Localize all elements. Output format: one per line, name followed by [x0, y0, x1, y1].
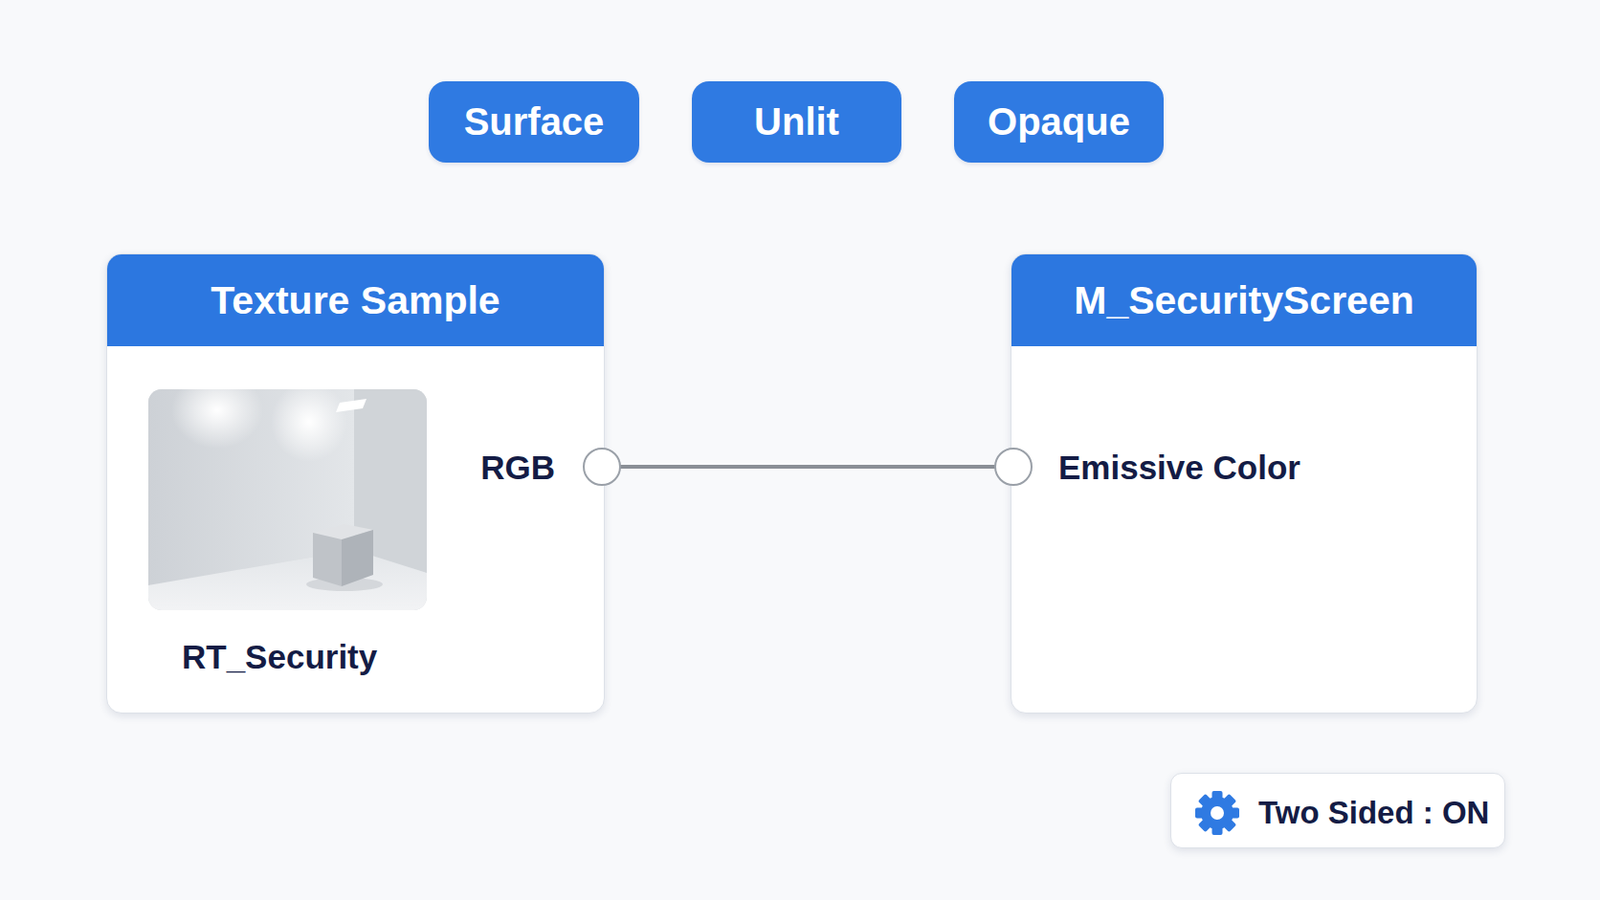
gear-body — [1200, 797, 1234, 830]
cube-top — [312, 524, 374, 540]
room-left-wall — [148, 389, 355, 586]
cube-shadow — [306, 577, 383, 592]
gear-icon — [1195, 791, 1240, 836]
material-node: Texture SampleRGB RT_Security — [106, 253, 605, 714]
pill-label: Unlit — [754, 100, 840, 144]
wire-connector — [604, 465, 1011, 469]
mode-pill: Unlit — [691, 81, 902, 163]
pill-label: Opaque — [987, 100, 1131, 144]
node-header: Texture Sample — [107, 254, 604, 347]
output-port — [583, 448, 621, 486]
wall-light — [171, 389, 264, 449]
gear-hole — [1210, 806, 1224, 821]
gear-tooth — [1198, 794, 1237, 833]
node-title: M_SecurityScreen — [1073, 278, 1415, 324]
mode-pill: Opaque — [954, 81, 1164, 163]
room-render — [148, 389, 427, 611]
node-title: Texture Sample — [210, 278, 500, 324]
setting-badge: Two Sided : ON — [1170, 773, 1506, 849]
input-port — [995, 448, 1032, 486]
pin-label: Emissive Color — [1058, 449, 1301, 488]
pin-label: RGB — [480, 449, 556, 488]
ceiling-light — [335, 399, 367, 413]
cube-front — [312, 533, 342, 587]
texture-name: RT_Security — [181, 639, 378, 677]
gear-tooth — [1198, 794, 1237, 833]
pill-label: Surface — [464, 100, 605, 144]
setting-label: Two Sided : ON — [1258, 796, 1489, 831]
room-floor — [148, 550, 427, 611]
wall-light — [270, 389, 348, 463]
material-node: M_SecurityScreenEmissive Color — [1010, 253, 1478, 714]
gear-tooth — [1212, 791, 1223, 836]
mode-pill: Surface — [428, 81, 640, 163]
cube-side — [341, 530, 374, 587]
room-right-wall — [354, 389, 427, 574]
gear-tooth — [1195, 808, 1240, 820]
node-header: M_SecurityScreen — [1011, 254, 1477, 347]
thumb-background — [148, 389, 427, 611]
